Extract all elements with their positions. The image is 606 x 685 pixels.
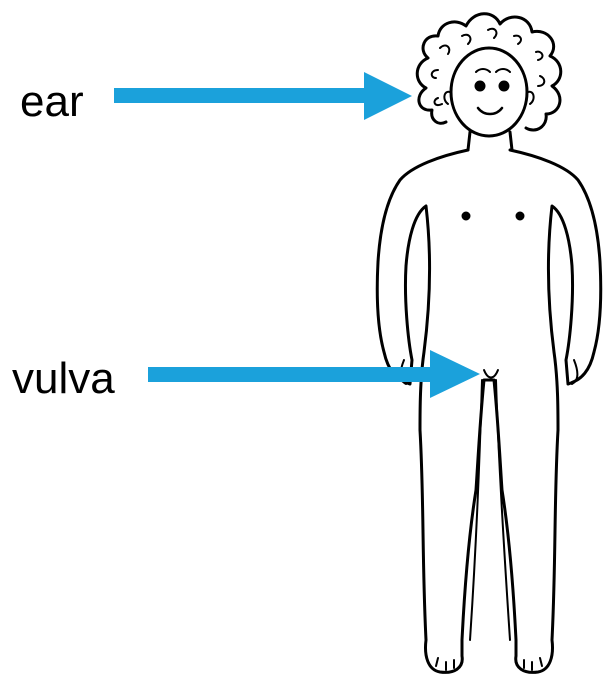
head — [451, 48, 527, 136]
arrow-ear-shaft — [114, 88, 366, 103]
nipple-left — [463, 213, 469, 219]
arrow-ear — [114, 72, 412, 120]
arrow-vulva-shaft — [148, 367, 432, 382]
mouth — [478, 108, 502, 114]
human-figure — [377, 14, 601, 673]
right-eye — [500, 82, 508, 90]
arrow-vulva — [148, 350, 480, 398]
arrow-ear-head — [364, 72, 412, 120]
nipple-right — [517, 213, 523, 219]
body-outline — [377, 150, 601, 672]
left-eye — [476, 82, 484, 90]
arrow-vulva-head — [430, 350, 480, 398]
